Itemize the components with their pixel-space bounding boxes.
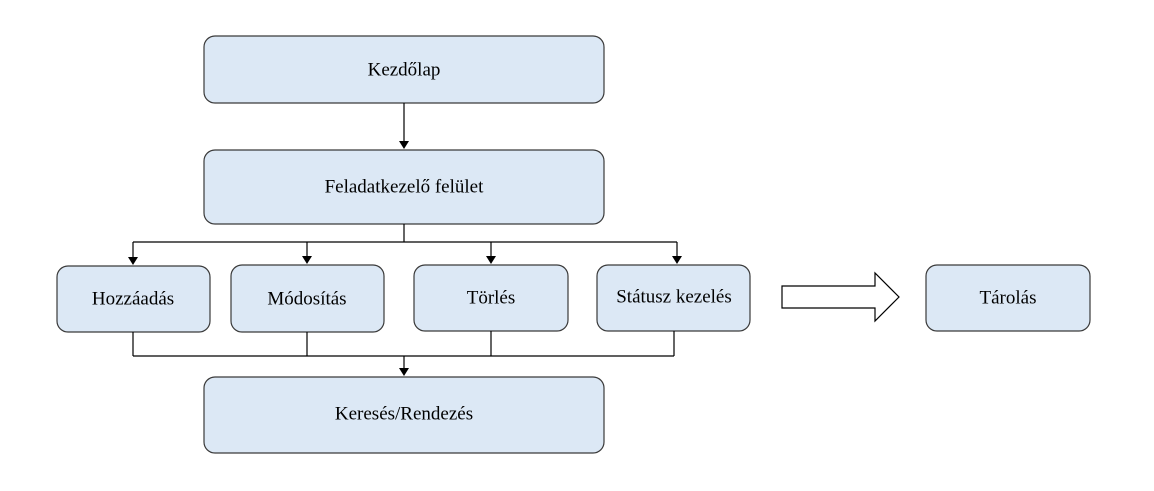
arrowhead-torles: [486, 256, 496, 264]
node-kezdolap: Kezdőlap: [203, 35, 605, 104]
node-tarolas-label: Tárolás: [980, 288, 1037, 309]
node-statusz: Státusz kezelés: [596, 264, 751, 332]
node-torles: Törlés: [413, 264, 569, 332]
arrowhead-feladatkezelo: [399, 141, 409, 149]
node-feladatkezelo-label: Feladatkezelő felület: [325, 177, 485, 198]
node-hozzaadas-label: Hozzáadás: [92, 289, 174, 310]
arrowhead-statusz: [672, 256, 682, 264]
node-kezdolap-label: Kezdőlap: [368, 60, 441, 81]
arrowhead-kereses: [399, 368, 409, 376]
node-tarolas: Tárolás: [925, 264, 1091, 332]
node-hozzaadas: Hozzáadás: [56, 265, 211, 333]
node-torles-label: Törlés: [467, 288, 516, 309]
arrowhead-hozzaadas: [128, 257, 138, 265]
node-kereses-label: Keresés/Rendezés: [335, 404, 473, 425]
arrowhead-modositas: [302, 256, 312, 264]
block-arrow-right: [781, 271, 900, 323]
node-modositas: Módosítás: [230, 264, 385, 333]
node-feladatkezelo: Feladatkezelő felület: [203, 149, 605, 225]
node-kereses: Keresés/Rendezés: [203, 376, 605, 454]
node-modositas-label: Módosítás: [267, 289, 346, 310]
node-statusz-label: Státusz kezelés: [616, 287, 732, 308]
